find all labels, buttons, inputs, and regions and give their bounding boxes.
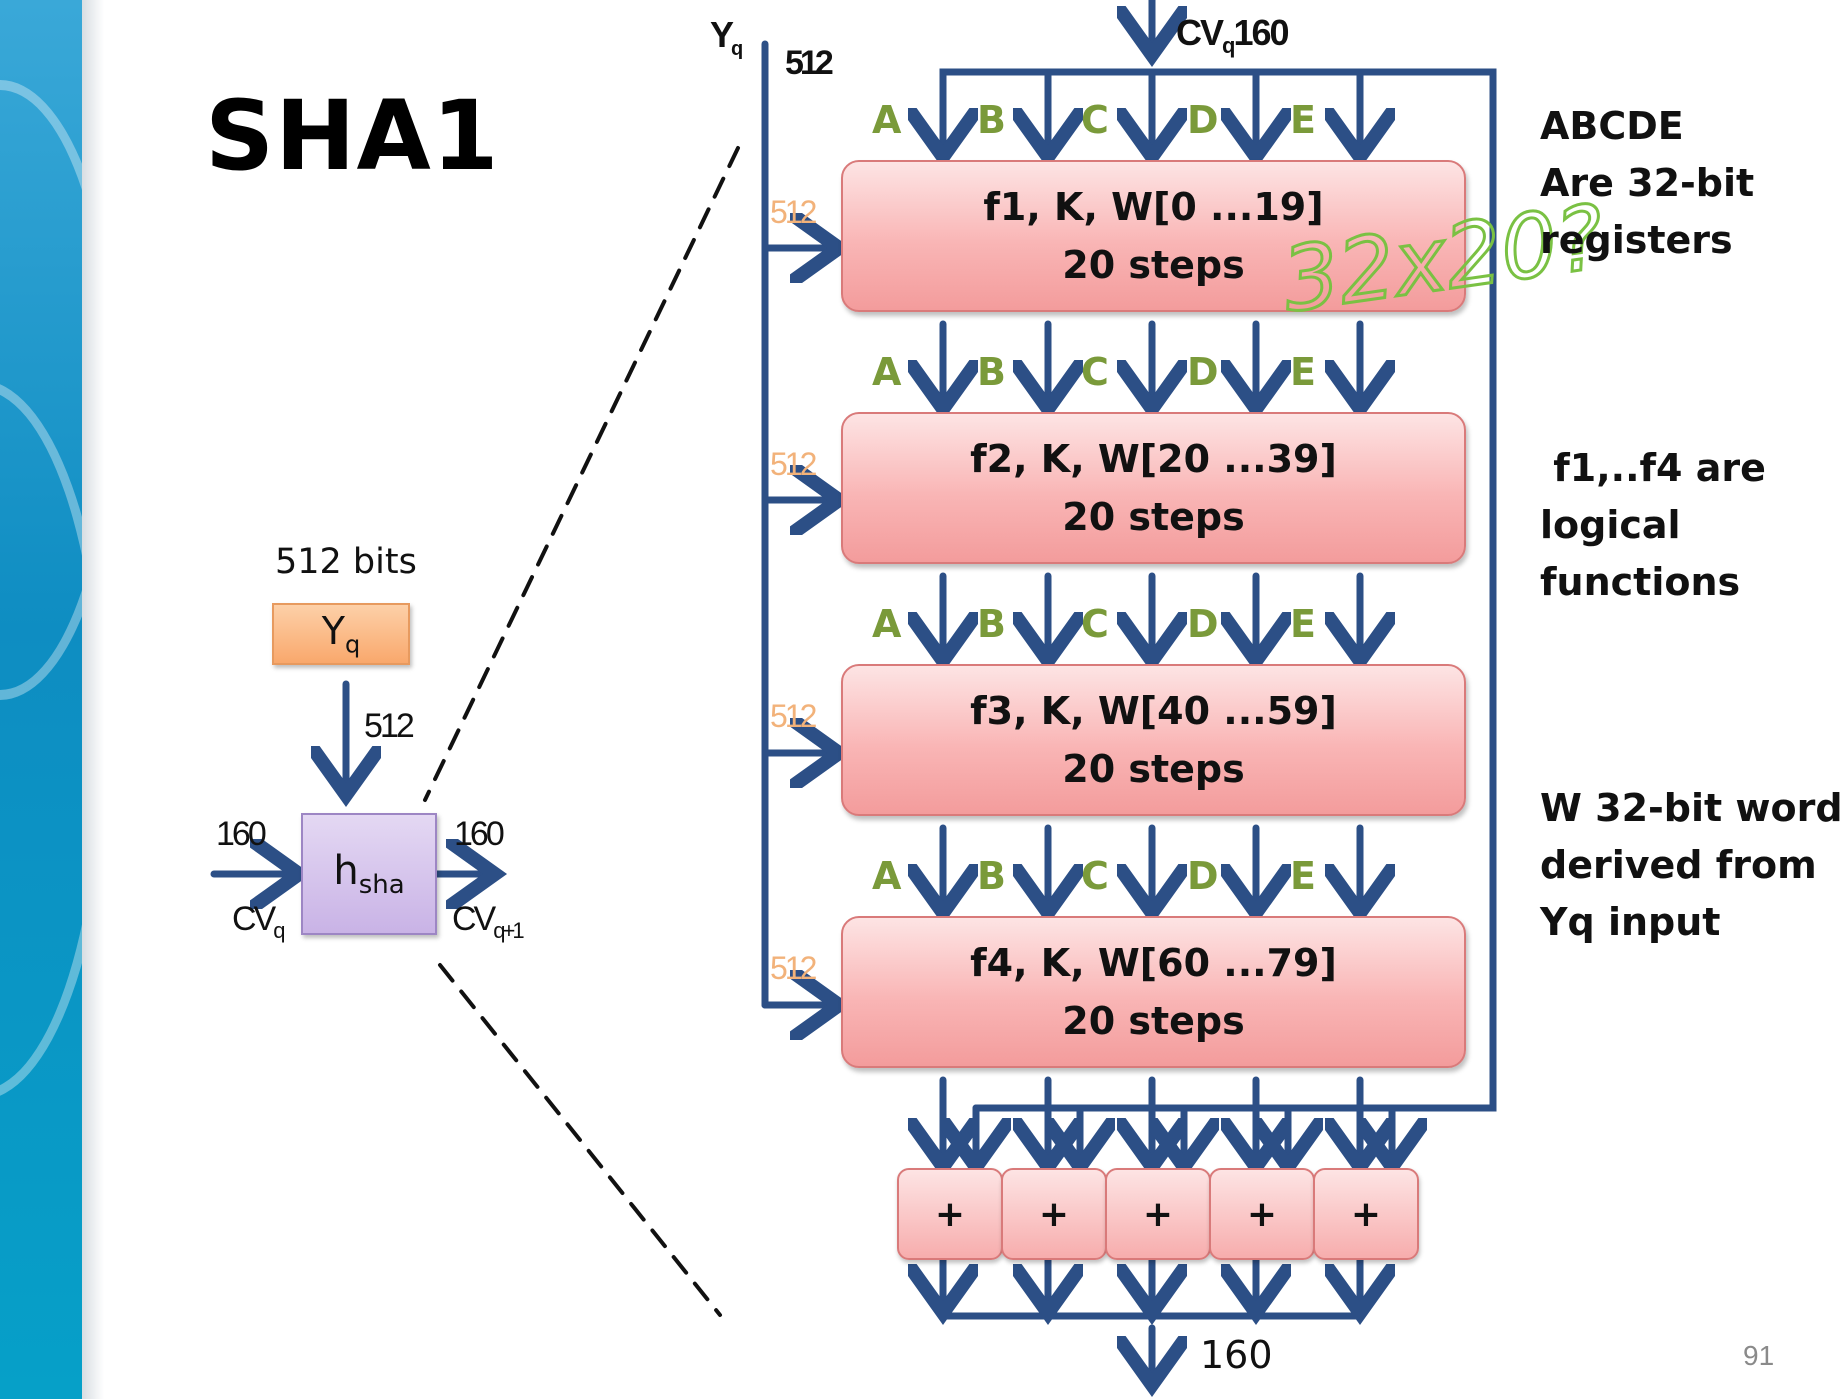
register-c: C — [1081, 854, 1109, 898]
register-a: A — [872, 98, 902, 142]
note-line: ABCDE — [1540, 104, 1684, 148]
register-e: E — [1290, 98, 1316, 142]
function-block-hsha: hsha — [301, 813, 437, 935]
note-line: W 32-bit word — [1540, 786, 1843, 830]
register-c: C — [1081, 98, 1109, 142]
stage-2-input-width: 512 — [770, 446, 817, 482]
register-b: B — [977, 350, 1006, 394]
register-d: D — [1187, 854, 1219, 898]
function-sub: sha — [358, 870, 405, 900]
stage-3-input-width: 512 — [770, 698, 817, 734]
page-number: 91 — [1743, 1340, 1775, 1371]
register-arrows-row-2 — [943, 320, 1360, 402]
register-e: E — [1290, 350, 1316, 394]
cv-top-label: CVq160 — [1176, 12, 1290, 59]
note-line: registers — [1540, 218, 1733, 262]
output-width-label: 160 — [1200, 1333, 1273, 1377]
register-d: D — [1187, 98, 1219, 142]
input-block-yq: Yq — [272, 603, 410, 665]
note-functions: f1,..f4 are logical functions — [1540, 440, 1766, 611]
stage-4-functions: f4, K, W[60 ...79] — [970, 941, 1337, 985]
stage-box-3: f3, K, W[40 ...59] 20 steps — [841, 664, 1466, 816]
function-label: h — [333, 848, 359, 894]
note-line: functions — [1540, 560, 1741, 604]
register-a: A — [872, 602, 902, 646]
stage-2-steps: 20 steps — [1062, 495, 1245, 539]
register-arrows-row-3 — [943, 572, 1360, 654]
note-w-word: W 32-bit word derived from Yq input — [1540, 780, 1843, 951]
register-b: B — [977, 98, 1006, 142]
decorative-side-band — [0, 0, 120, 1399]
register-d: D — [1187, 602, 1219, 646]
adder-arrows — [943, 1076, 1392, 1160]
y-bus-label: Yq — [710, 14, 743, 61]
zoom-line-bottom — [438, 963, 722, 1317]
zoom-line-top — [423, 146, 740, 802]
register-e: E — [1290, 602, 1316, 646]
register-e: E — [1290, 854, 1316, 898]
input-width-label: 512 — [364, 707, 415, 745]
adder-d: + — [1209, 1168, 1315, 1260]
stage-3-functions: f3, K, W[40 ...59] — [970, 689, 1337, 733]
cv-out-label: CVq+1 — [452, 900, 525, 943]
register-a: A — [872, 350, 902, 394]
register-c: C — [1081, 350, 1109, 394]
stage-4-steps: 20 steps — [1062, 999, 1245, 1043]
stage-box-2: f2, K, W[20 ...39] 20 steps — [841, 412, 1466, 564]
stage-box-1: f1, K, W[0 ...19] 20 steps — [841, 160, 1466, 312]
input-block-sub: q — [344, 630, 361, 659]
register-arrows-row-4 — [943, 824, 1360, 906]
stage-1-input-width: 512 — [770, 194, 817, 230]
stage-1-functions: f1, K, W[0 ...19] — [983, 185, 1324, 229]
note-line: f1,..f4 are — [1540, 446, 1766, 490]
stage-box-4: f4, K, W[60 ...79] 20 steps — [841, 916, 1466, 1068]
note-line: logical — [1540, 503, 1681, 547]
input-size-label: 512 bits — [275, 542, 417, 582]
adder-e: + — [1313, 1168, 1419, 1260]
note-line: Yq input — [1540, 900, 1721, 944]
note-line: Are 32-bit — [1540, 161, 1755, 205]
register-arrows-row-1 — [943, 68, 1360, 150]
stage-1-steps: 20 steps — [1062, 243, 1245, 287]
register-c: C — [1081, 602, 1109, 646]
note-line: derived from — [1540, 843, 1817, 887]
y-bus-width: 512 — [785, 44, 834, 82]
register-b: B — [977, 602, 1006, 646]
cv-in-width-label: 160 — [216, 815, 267, 853]
note-registers: ABCDE Are 32-bit registers — [1540, 98, 1754, 269]
adder-a: + — [897, 1168, 1003, 1260]
register-d: D — [1187, 350, 1219, 394]
side-band-shadow — [82, 0, 104, 1399]
stage-4-input-width: 512 — [770, 950, 817, 986]
handwritten-annotation: 32x20? — [1275, 184, 1612, 334]
register-b: B — [977, 854, 1006, 898]
input-block-label: Y — [321, 609, 345, 654]
stage-2-functions: f2, K, W[20 ...39] — [970, 437, 1337, 481]
cv-in-label: CVq — [232, 900, 286, 943]
cv-out-width-label: 160 — [454, 815, 505, 853]
register-a: A — [872, 854, 902, 898]
adder-b: + — [1001, 1168, 1107, 1260]
output-arrows — [943, 1254, 1360, 1378]
adder-c: + — [1105, 1168, 1211, 1260]
stage-3-steps: 20 steps — [1062, 747, 1245, 791]
slide-title: SHA1 — [205, 80, 500, 192]
